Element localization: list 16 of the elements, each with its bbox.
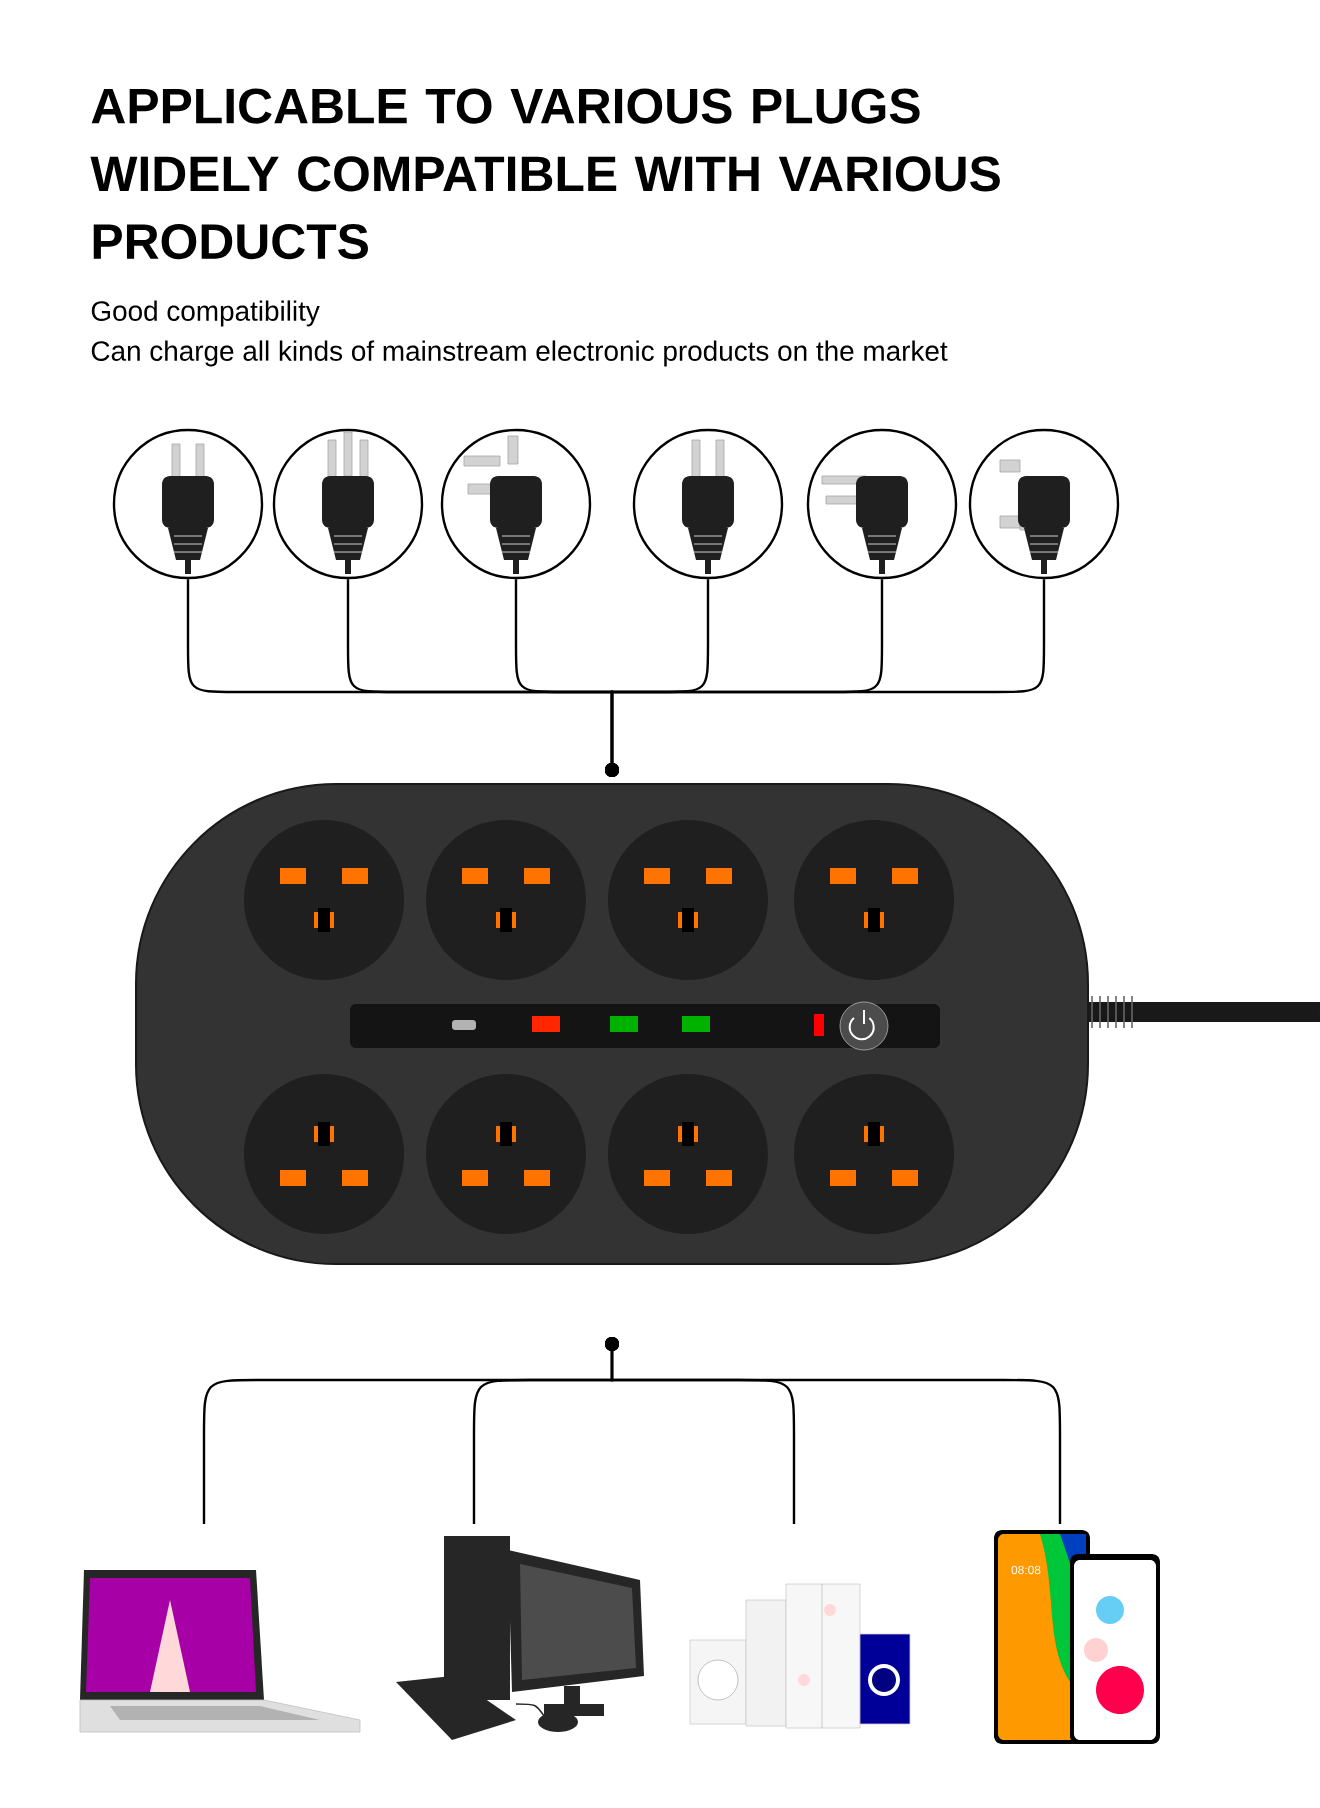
plug-picture xyxy=(632,428,784,580)
smartphones-picture xyxy=(994,1530,1160,1744)
laptop-picture xyxy=(79,1570,361,1733)
power-strip-drawing xyxy=(135,783,1320,1265)
home-appliances-picture xyxy=(689,1583,911,1729)
connector-line xyxy=(605,1337,1062,1524)
desktop-computer-picture xyxy=(396,1536,644,1740)
connector-line xyxy=(605,579,1046,777)
body-text: Can charge all kinds of mainstream electronic products on the market xyxy=(91,340,948,367)
plug-picture xyxy=(968,428,1120,580)
body-text: Good compatibility xyxy=(91,300,320,327)
plug-picture xyxy=(112,428,264,580)
plug-picture xyxy=(806,428,958,580)
plug-picture xyxy=(440,428,592,580)
plug-picture xyxy=(272,428,424,580)
title: APPLICABLE TO VARIOUS PLUGS WIDELY COMPATIBLE WITH VARIOUS PRODUCTS xyxy=(90,88,1000,260)
